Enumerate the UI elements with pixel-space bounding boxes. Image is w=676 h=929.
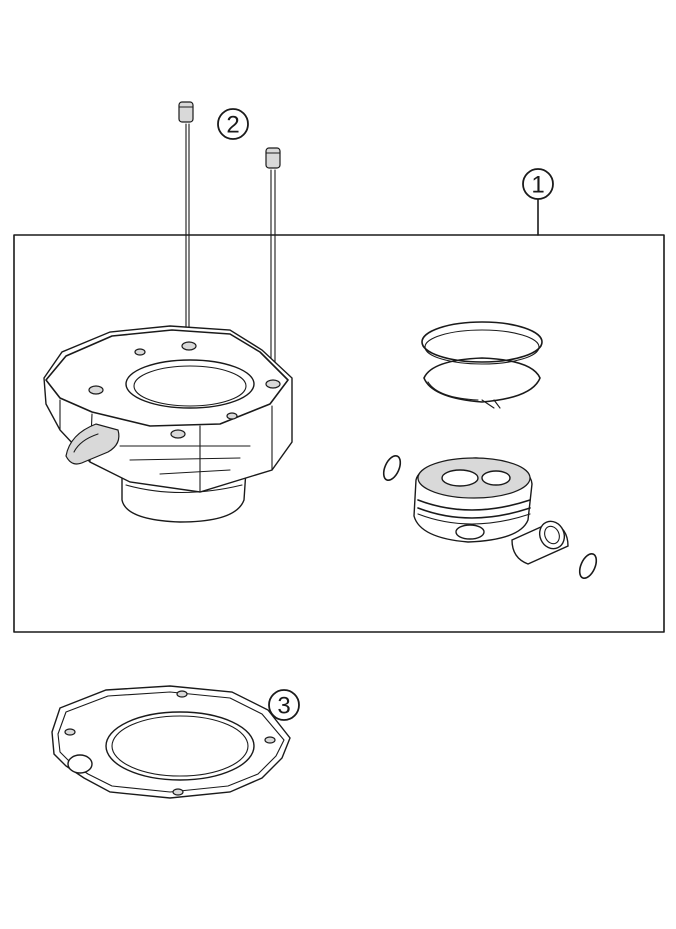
callout-3-label: 3	[277, 693, 290, 720]
callout-1[interactable]: 1	[522, 168, 554, 200]
circlip-left[interactable]	[380, 453, 403, 482]
screw-right[interactable]	[265, 147, 281, 385]
piston-rings[interactable]	[421, 321, 543, 409]
callout-2-label: 2	[226, 112, 239, 139]
callout-2[interactable]: 2	[217, 108, 249, 140]
piston[interactable]	[413, 457, 533, 543]
piston-pin[interactable]	[511, 517, 569, 565]
cylinder[interactable]	[43, 325, 293, 523]
screw-left[interactable]	[178, 101, 194, 341]
circlip-right[interactable]	[576, 551, 599, 580]
callout-3[interactable]: 3	[268, 689, 300, 721]
base-gasket[interactable]	[51, 685, 291, 799]
kit-frame	[13, 234, 665, 633]
callout-1-label: 1	[531, 172, 544, 199]
